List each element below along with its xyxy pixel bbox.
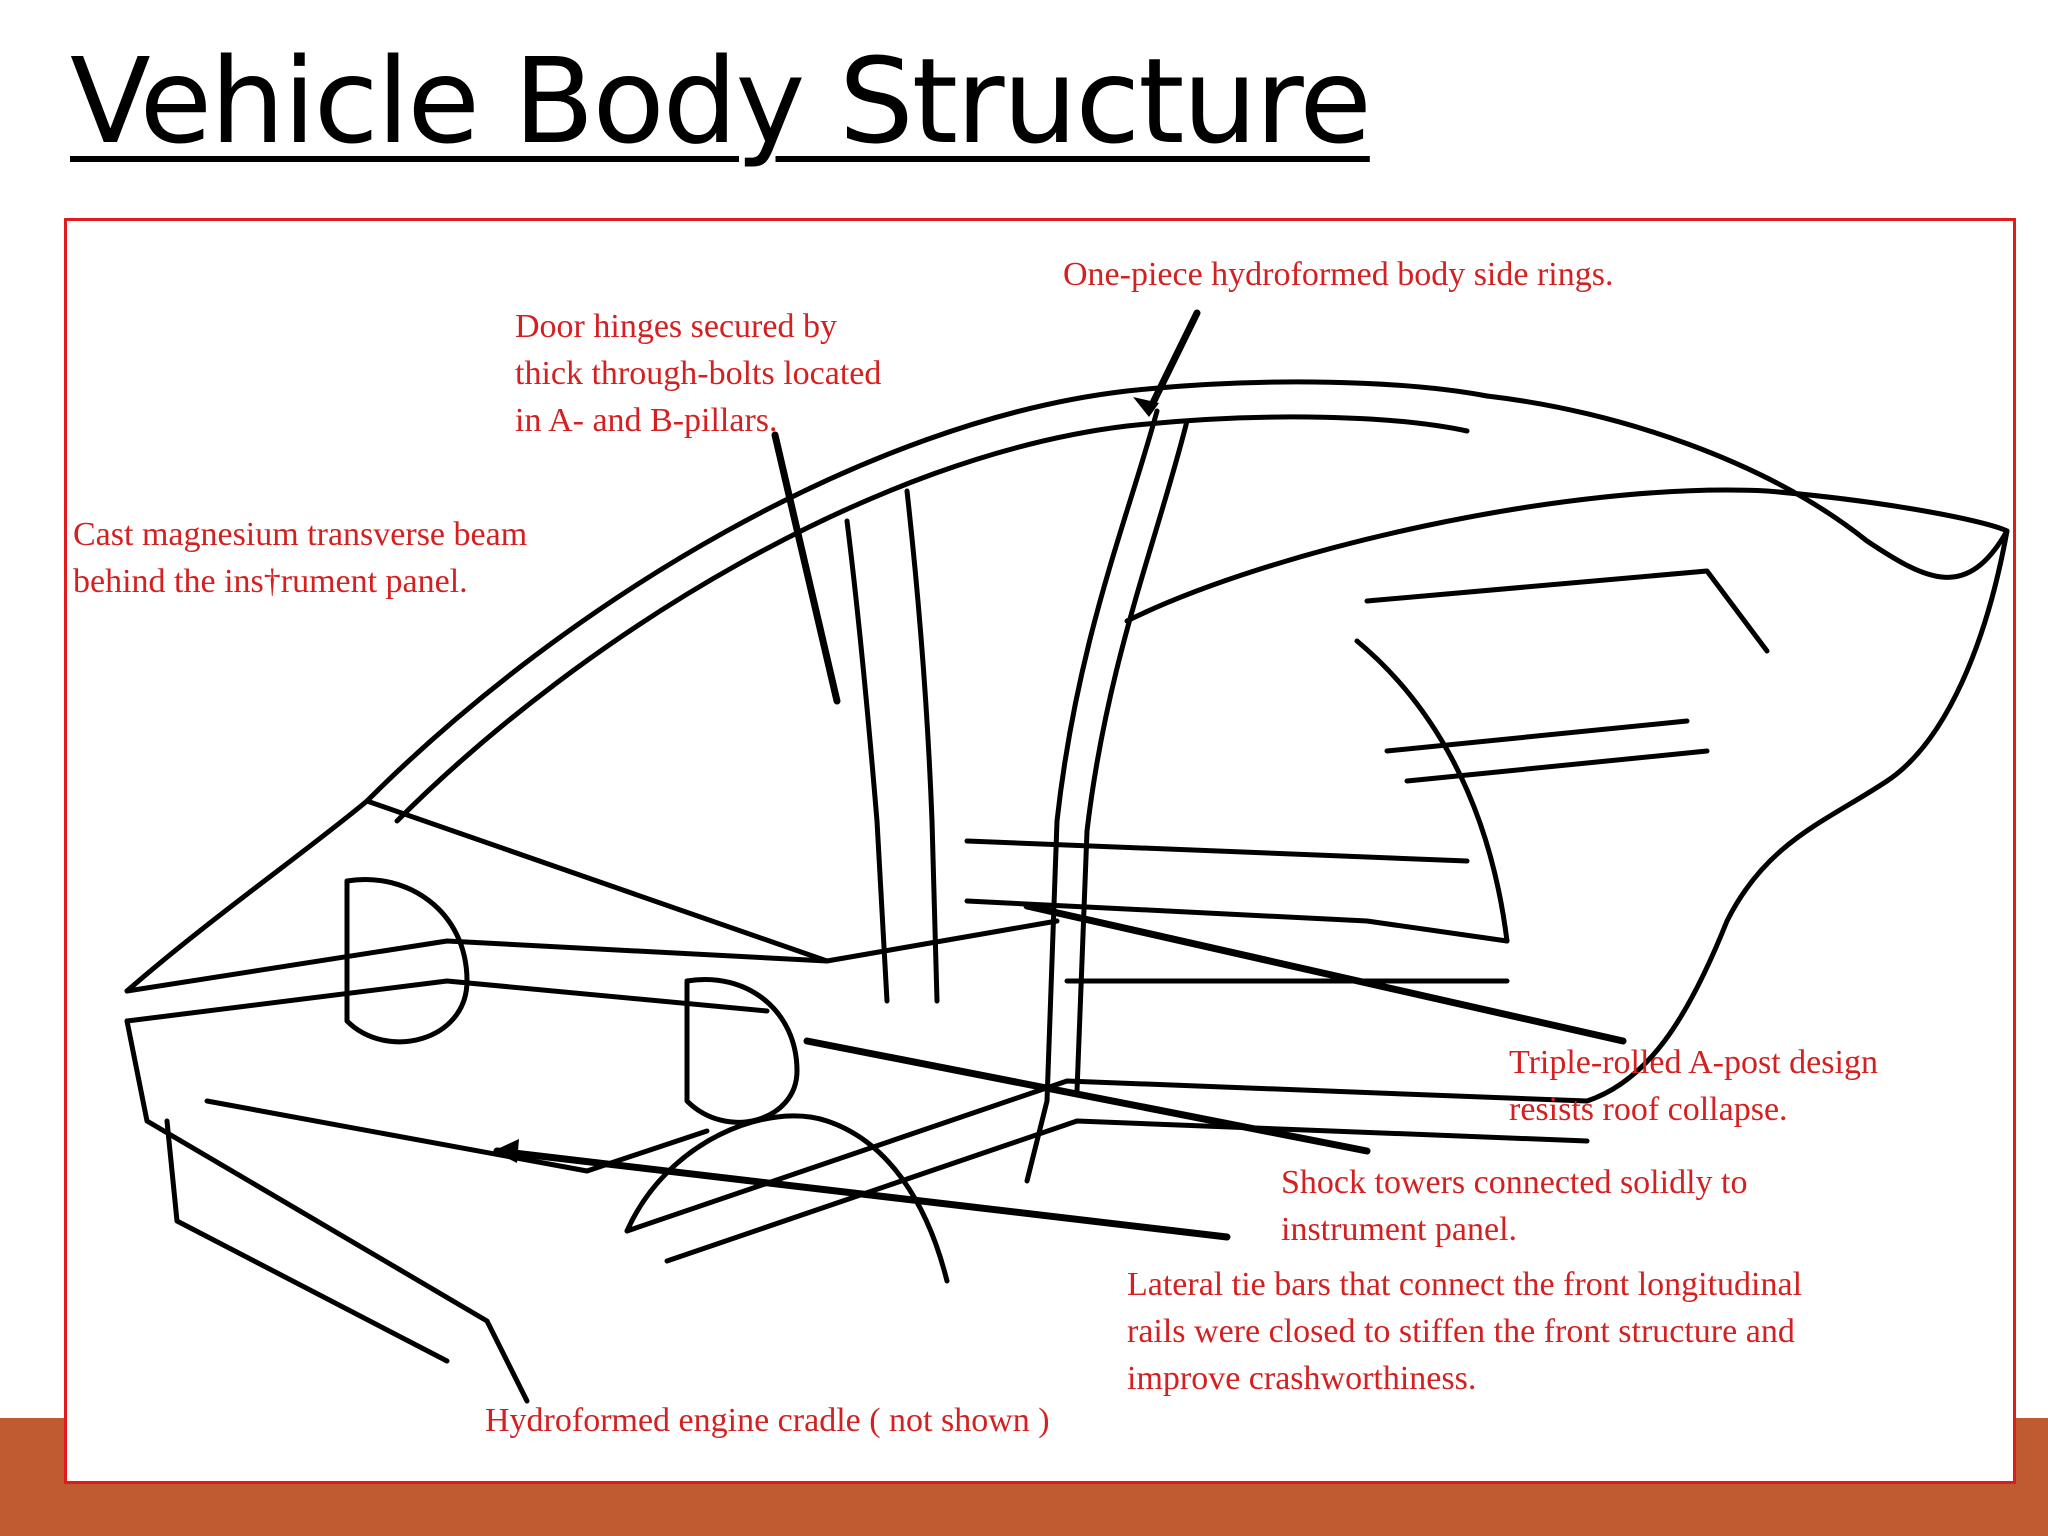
callout-a-post: Triple-rolled A-post design resists roof…: [1509, 1044, 1878, 1128]
floor-crossmember-1: [964, 838, 1470, 864]
callout-magnesium-beam: Cast magnesium transverse beam behind th…: [73, 516, 528, 600]
front-crossmember: [204, 1098, 710, 1174]
arrowhead-body-side-rings: [1133, 397, 1159, 417]
slide-title: Vehicle Body Structure: [70, 32, 1372, 170]
callout-shock-towers: Shock towers connected solidly to instru…: [1281, 1164, 1748, 1248]
rear-quarter: [1584, 528, 2010, 1104]
leader-a-post: [1023, 902, 1627, 1045]
callout-engine-cradle: Hydroformed engine cradle ( not shown ): [485, 1402, 1050, 1439]
a-pillar-inner: [1074, 418, 1190, 1094]
rear-seat-bar: [1384, 718, 1690, 754]
rocker-panel-lower: [664, 1118, 1590, 1264]
callout-tie-bars: Lateral tie bars that connect the front …: [1127, 1266, 1803, 1397]
package-shelf: [1364, 568, 1770, 654]
c-pillar: [1354, 638, 1510, 944]
b-pillar: [844, 518, 890, 1004]
diagram-frame: One-piece hydroformed body side rings. D…: [64, 218, 2016, 1484]
front-rail-upper: [124, 798, 370, 994]
arrowhead-tie-bars: [493, 1139, 519, 1163]
shock-tower-left: [344, 877, 470, 1045]
rear-seat-bar-2: [1404, 748, 1710, 784]
front-longitudinal-rail: [124, 938, 830, 994]
trunk-lid: [1484, 393, 2010, 580]
shock-tower-right: [684, 977, 800, 1125]
front-wheel-arch: [624, 1113, 950, 1284]
callout-door-hinges: Door hinges secured by thick through-bol…: [515, 308, 882, 439]
car-body-drawing: [124, 309, 2010, 1404]
callout-body-side-rings: One-piece hydroformed body side rings.: [1063, 256, 1614, 293]
rear-roof: [1124, 487, 2010, 624]
leader-shock-towers: [803, 1037, 1371, 1155]
leader-body-side-rings: [1145, 309, 1201, 415]
b-pillar-inner: [904, 488, 940, 1004]
roof-rail: [364, 379, 1490, 804]
leader-door-hinges: [771, 431, 841, 705]
radiator-support: [164, 1118, 450, 1364]
tunnel: [964, 898, 1510, 944]
front-rail-lower: [124, 978, 770, 1024]
a-pillar: [1024, 408, 1160, 1184]
bumper-beam: [124, 1018, 530, 1404]
leader-tie-bars: [493, 1147, 1231, 1241]
roof-rail-inner: [394, 414, 1470, 824]
cowl: [364, 798, 1060, 964]
